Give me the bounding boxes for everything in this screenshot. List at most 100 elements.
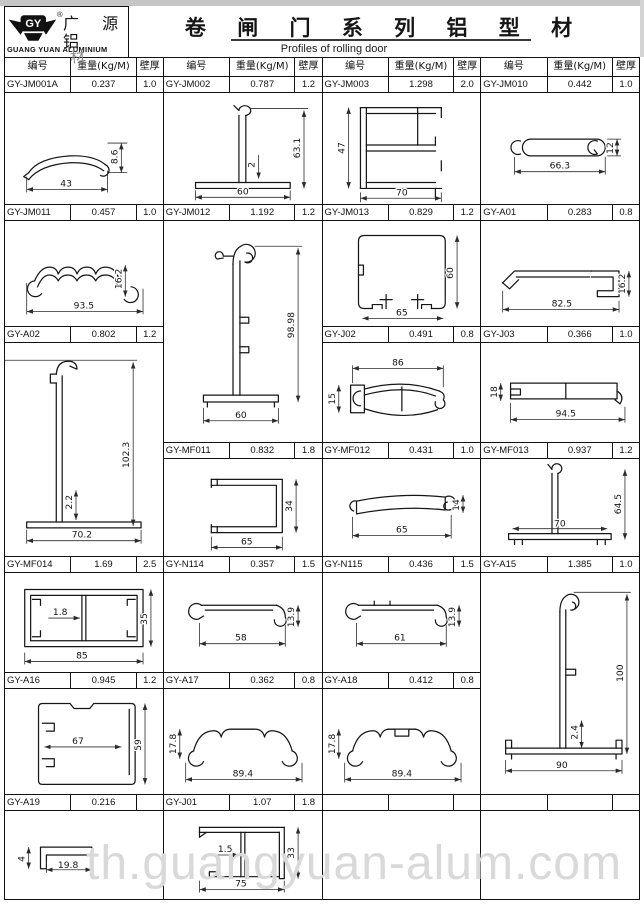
table-column-3: 编号 重量(Kg/M) 壁厚 GY-JM003 1.298 2.0 47	[321, 58, 481, 899]
profile-drawing-gy-mf014: 1.8 35 85	[5, 573, 163, 672]
profile-code: GY-JM010	[481, 77, 548, 92]
profile-label-row: GY-JM012 1.192 1.2	[163, 204, 322, 221]
profile-label-row: GY-JM011 0.457 1.0	[5, 204, 163, 221]
profile-drawing-gy-jm001a: 43 8.6	[5, 93, 163, 204]
page-title: 卷 闸 门 系 列 铝 型 材	[184, 16, 585, 40]
profile-weight: 0.237	[71, 77, 137, 92]
profile-wall: 1.2	[143, 329, 157, 340]
profile-label-row: GY-A02 0.802 1.2	[5, 326, 163, 343]
dim-label: 89.4	[232, 769, 253, 780]
profile-drawing-gy-j01: 1.5 33 75	[164, 811, 322, 899]
profile-drawing-gy-jm011: 93.5 16.2	[5, 221, 163, 326]
profile-code: GY-MF011	[164, 443, 230, 458]
profile-label-row: GY-A15 1.385 1.0	[481, 556, 639, 573]
profile-drawing-gy-a02: 102.3 2.2 70.2	[5, 343, 163, 556]
profile-drawing-gy-mf011: 34 65	[164, 459, 322, 556]
dim-label: 70	[396, 187, 408, 198]
profile-label-row: GY-A01 0.283 0.8	[481, 204, 639, 221]
column-header-row: 编号 重量(Kg/M) 壁厚	[323, 58, 481, 76]
profile-weight: 0.945	[71, 673, 137, 688]
profile-label-row: GY-MF014 1.69 2.5	[5, 556, 163, 573]
profile-wall: 0.8	[460, 675, 474, 686]
dim-label: 14	[451, 499, 462, 511]
dim-label: 66.3	[550, 161, 571, 172]
profile-code: GY-MF012	[323, 443, 389, 458]
page-subtitle: Profiles of rolling door	[280, 43, 388, 55]
profile-wall: 2.5	[143, 559, 157, 570]
profile-drawing-gy-mf013: 64.5 70	[481, 459, 639, 556]
profile-weight: 1.192	[230, 205, 296, 220]
dim-label: 1.8	[53, 607, 68, 618]
dim-label: 63.1	[292, 138, 303, 158]
dim-label: 13.9	[286, 607, 297, 628]
header-code: 编号	[5, 58, 72, 76]
dim-label: 102.3	[121, 442, 132, 468]
profile-wall: 1.5	[301, 559, 316, 570]
profile-drawing-gy-jm012: 98.98 60	[164, 221, 322, 442]
profile-wall	[137, 795, 163, 810]
brand-chinese-line1: 广 源	[63, 14, 128, 33]
profile-code: GY-A17	[164, 673, 230, 688]
dim-label: 2.2	[64, 495, 75, 510]
profile-weight: 0.491	[389, 327, 455, 342]
brand-logo-mark: GY ®	[8, 10, 63, 41]
profile-code: GY-N114	[164, 557, 230, 572]
dim-label: 82.5	[552, 299, 573, 310]
profile-weight: 0.431	[389, 443, 455, 458]
dim-label: 16.2	[617, 274, 628, 294]
dim-label: 93.5	[74, 301, 95, 312]
watermark: th.guangyuan-alum.com	[86, 837, 622, 890]
profile-code: GY-N115	[323, 557, 389, 572]
profile-code: GY-JM003	[323, 77, 389, 92]
profile-label-row: GY-N114 0.357 1.5	[163, 556, 322, 573]
dim-label: 60	[445, 267, 456, 279]
dim-label: 4	[17, 856, 28, 862]
dim-label: 65	[396, 307, 408, 318]
dim-label: 64.5	[613, 494, 624, 515]
dim-label: 98.98	[286, 312, 297, 338]
profile-wall: 2.0	[460, 79, 474, 90]
header-wall: 壁厚	[139, 61, 160, 72]
profile-code: GY-JM013	[323, 205, 389, 220]
profile-wall: 0.8	[301, 675, 316, 686]
dim-label: 15	[326, 393, 337, 405]
header-code: 编号	[323, 58, 389, 76]
header-weight: 重量(Kg/M)	[230, 58, 296, 76]
profile-code: GY-A01	[481, 205, 548, 220]
dim-label: 33	[286, 847, 297, 859]
dim-label: 19.8	[58, 860, 79, 871]
dim-label: 60	[235, 410, 247, 421]
dim-label: 100	[615, 664, 626, 682]
dim-label: 85	[76, 650, 88, 661]
profile-wall: 1.8	[301, 797, 316, 808]
table-column-4: 编号 重量(Kg/M) 壁厚 GY-JM010 0.442 1.0 66.3	[480, 58, 639, 899]
profile-code: GY-A19	[5, 795, 72, 810]
column-header-row: 编号 重量(Kg/M) 壁厚	[481, 58, 639, 76]
profile-weight: 0.787	[230, 77, 296, 92]
dim-label: 89.4	[391, 769, 412, 780]
profile-drawing-gy-a18: 17.8 89.4	[323, 689, 481, 794]
dim-label: 60	[237, 186, 249, 197]
profile-drawing-gy-jm010: 66.3 12	[481, 93, 639, 204]
dim-label: 65	[241, 536, 253, 547]
profile-weight: 0.802	[71, 327, 137, 342]
title-block: 卷 闸 门 系 列 铝 型 材 Profiles of rolling door	[129, 6, 640, 57]
profile-label-row: GY-A18 0.412 0.8	[322, 672, 481, 689]
profile-drawing-gy-a19: 4 19.8	[5, 811, 163, 899]
profile-label-row: GY-N115 0.436 1.5	[322, 556, 481, 573]
profile-wall: 1.2	[460, 207, 474, 218]
profile-weight: 0.832	[230, 443, 296, 458]
dim-label: 2.4	[570, 725, 581, 740]
column-header-row: 编号 重量(Kg/M) 壁厚	[164, 58, 322, 76]
profile-code: GY-JM002	[164, 77, 230, 92]
registered-mark: ®	[57, 10, 63, 19]
profile-weight: 0.442	[548, 77, 613, 92]
brand-english: GUANG YUAN ALUMINIUM	[7, 45, 108, 54]
profile-wall: 1.0	[619, 559, 633, 570]
profile-label-row: GY-A17 0.362 0.8	[163, 672, 322, 689]
header-weight: 重量(Kg/M)	[548, 58, 613, 76]
profile-label-row: GY-JM002 0.787 1.2	[163, 76, 322, 93]
dim-label: 35	[139, 613, 150, 625]
brand-ghost-character: 材	[69, 47, 86, 67]
